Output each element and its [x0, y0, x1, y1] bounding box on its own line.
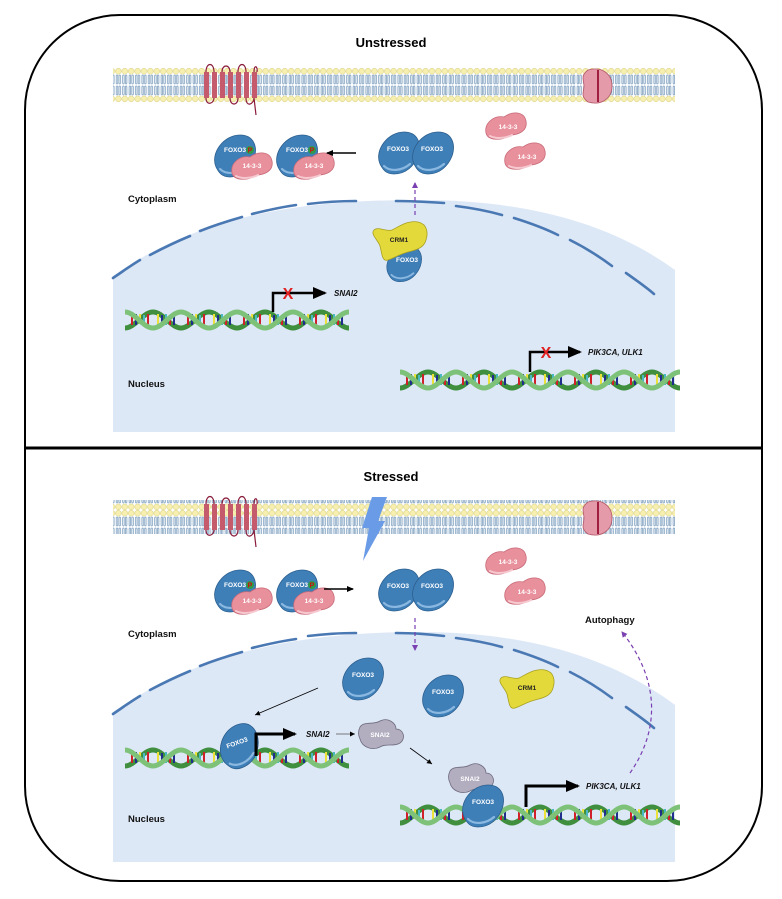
- block-x-icon: X: [541, 345, 552, 362]
- nuclear-envelope: [111, 199, 656, 296]
- free-14-3-3: 14-3-3: [503, 141, 547, 171]
- foxo3-binding-arrow: [254, 687, 319, 716]
- gpcr-receptor-icon: [204, 495, 258, 548]
- gene-label-snai2: SNAI2: [334, 289, 358, 298]
- panel-stressed: Stressed FOXO3 14-3-3 P: [111, 469, 680, 862]
- free-foxo3: FOXO3: [377, 567, 421, 613]
- nucleus-label: Nucleus: [128, 379, 165, 390]
- svg-text:14-3-3: 14-3-3: [499, 559, 518, 566]
- phosphate-icon: [246, 581, 254, 589]
- cytoplasm-label: Cytoplasm: [128, 194, 177, 205]
- free-foxo3: FOXO3: [411, 567, 455, 613]
- snai2-binding-arrow: [409, 747, 433, 765]
- transcription-arrow: [524, 780, 580, 807]
- svg-text:SNAI2: SNAI2: [370, 732, 390, 739]
- nuclear-envelope: [111, 631, 656, 730]
- svg-text:14-3-3: 14-3-3: [243, 163, 262, 170]
- svg-text:FOXO3: FOXO3: [396, 257, 418, 264]
- svg-text:P: P: [310, 148, 315, 155]
- svg-text:14-3-3: 14-3-3: [518, 589, 537, 596]
- foxo3-1433-complex: FOXO3 14-3-3 P: [213, 568, 274, 616]
- foxo3-1433-complex: FOXO3 14-3-3 P: [275, 568, 336, 616]
- gpcr-receptor-icon: [204, 63, 258, 116]
- nucleus-label: Nucleus: [128, 814, 165, 825]
- free-14-3-3: 14-3-3: [484, 111, 528, 141]
- svg-text:FOXO3: FOXO3: [352, 672, 374, 679]
- svg-text:P: P: [248, 583, 253, 590]
- gene-label-pik3ca-ulk1: PIK3CA, ULK1: [586, 782, 641, 791]
- block-x-icon: X: [283, 286, 294, 303]
- snai2-protein: SNAI2: [358, 719, 404, 749]
- svg-text:14-3-3: 14-3-3: [518, 154, 537, 161]
- phosphate-icon: [308, 146, 316, 154]
- ion-channel-icon: [582, 68, 613, 104]
- crm1: CRM1: [499, 669, 555, 709]
- gene-label-snai2: SNAI2: [306, 730, 330, 739]
- svg-text:FOXO3: FOXO3: [224, 582, 246, 589]
- dna-bound-foxo3: FOXO3: [461, 783, 505, 829]
- nuclear-foxo3: FOXO3: [341, 656, 385, 702]
- gene-label-pik3ca-ulk1: PIK3CA, ULK1: [588, 348, 643, 357]
- phosphate-icon: [308, 581, 316, 589]
- foxo3-1433-complex: FOXO3 14-3-3 P: [275, 133, 336, 181]
- svg-text:CRM1: CRM1: [390, 237, 409, 244]
- svg-text:FOXO3: FOXO3: [387, 146, 409, 153]
- nucleus: [113, 632, 675, 862]
- svg-text:14-3-3: 14-3-3: [243, 598, 262, 605]
- free-foxo3: FOXO3: [377, 130, 421, 176]
- ion-channel-icon: [582, 500, 613, 536]
- transcription-arrow: [254, 728, 297, 756]
- free-14-3-3: 14-3-3: [503, 576, 547, 606]
- free-foxo3: FOXO3: [411, 130, 455, 176]
- foxo3-1433-complex: FOXO3 14-3-3 P: [213, 133, 274, 181]
- nuclear-foxo3: FOXO3: [421, 673, 465, 719]
- panel-title-stressed: Stressed: [364, 469, 419, 484]
- autophagy-arrow: [621, 631, 653, 774]
- svg-text:FOXO3: FOXO3: [472, 799, 494, 806]
- svg-text:FOXO3: FOXO3: [286, 147, 308, 154]
- svg-text:P: P: [248, 148, 253, 155]
- phosphate-icon: [246, 146, 254, 154]
- svg-text:14-3-3: 14-3-3: [305, 163, 324, 170]
- dna-bound-foxo3: FOXO3: [211, 718, 267, 775]
- svg-text:14-3-3: 14-3-3: [305, 598, 324, 605]
- svg-text:FOXO3: FOXO3: [224, 147, 246, 154]
- svg-text:FOXO3: FOXO3: [387, 583, 409, 590]
- free-14-3-3: 14-3-3: [484, 546, 528, 576]
- transcription-arrow: [528, 346, 582, 372]
- panel-title-unstressed: Unstressed: [356, 35, 427, 50]
- svg-text:FOXO3: FOXO3: [286, 582, 308, 589]
- svg-text:14-3-3: 14-3-3: [499, 124, 518, 131]
- svg-text:FOXO3: FOXO3: [421, 583, 443, 590]
- svg-text:P: P: [310, 583, 315, 590]
- svg-text:SNAI2: SNAI2: [460, 776, 480, 783]
- cytoplasm-label: Cytoplasm: [128, 629, 177, 640]
- svg-text:FOXO3: FOXO3: [421, 146, 443, 153]
- svg-text:FOXO3: FOXO3: [432, 689, 454, 696]
- stress-lightning-icon: [362, 497, 387, 561]
- transcription-arrow: [271, 287, 327, 312]
- crm1-foxo3-complex: CRM1 FOXO3: [372, 221, 428, 283]
- svg-text:CRM1: CRM1: [518, 685, 537, 692]
- panel-unstressed: Unstressed FOXO3 14-3-3 P: [111, 35, 680, 432]
- autophagy-label: Autophagy: [585, 615, 635, 626]
- snai2-protein: SNAI2: [448, 763, 494, 793]
